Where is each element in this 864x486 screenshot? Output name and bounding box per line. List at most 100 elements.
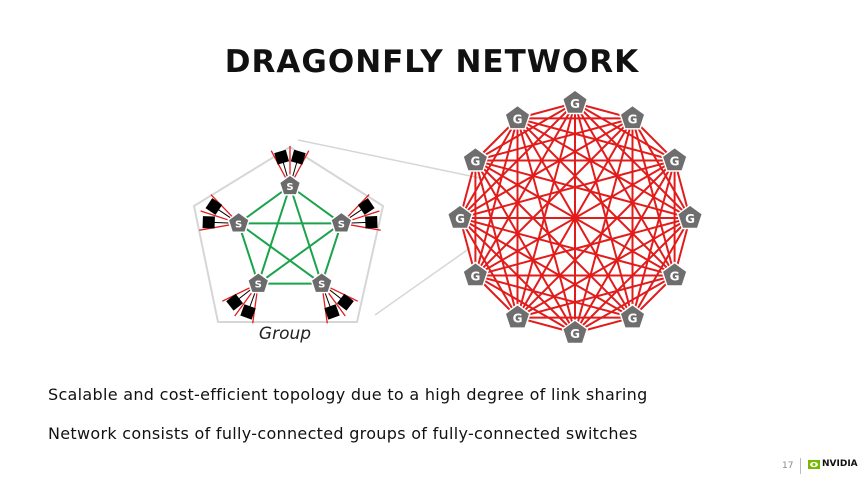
group-node: G — [619, 303, 646, 329]
group-node-shape — [661, 261, 688, 287]
switch-shape — [246, 271, 270, 294]
switch-shape — [278, 174, 302, 196]
group-node-shape — [504, 104, 531, 130]
group-node: G — [504, 303, 531, 329]
group-node-label: G — [570, 327, 580, 341]
group-node-label: G — [470, 155, 480, 169]
switch-label: S — [255, 280, 262, 291]
endpoint-node — [274, 149, 290, 165]
group-node: G — [676, 204, 704, 230]
switch-shape — [227, 211, 250, 233]
switch-node: S — [278, 174, 302, 196]
global-links — [459, 102, 691, 334]
group-node-label: G — [670, 270, 680, 284]
endpoint-node — [357, 198, 375, 215]
page-number: 17 — [782, 461, 794, 471]
group-node-label: G — [628, 312, 638, 326]
group-node: G — [462, 146, 489, 172]
global-link — [517, 117, 675, 162]
endpoint-node — [324, 304, 340, 320]
group-node-shape — [462, 261, 489, 287]
global-link — [574, 118, 634, 334]
group-node: G — [446, 204, 474, 230]
group-node-shape — [462, 146, 489, 172]
callout-line-top — [297, 139, 481, 179]
group-node-label: G — [455, 212, 465, 226]
switch-shape — [310, 271, 334, 294]
group-node-shape — [619, 104, 646, 130]
group-node-shape — [661, 146, 688, 172]
group-node-shape — [676, 204, 704, 230]
footer-divider — [800, 458, 801, 474]
nvidia-logo-text: NVIDIA — [822, 459, 858, 469]
group-node: G — [561, 89, 589, 115]
switch-node: S — [227, 211, 250, 233]
group-node: G — [462, 261, 489, 287]
global-link — [474, 159, 634, 319]
bullet-2: Network consists of fully-connected grou… — [48, 424, 638, 443]
group-nodes: G G G G G G G G G G G G — [446, 89, 704, 345]
nvidia-eye-icon — [808, 459, 820, 469]
endpoint-node — [336, 293, 354, 311]
global-link — [474, 160, 519, 318]
global-link — [459, 159, 675, 219]
group-node-label: G — [513, 312, 523, 326]
group-node-label: G — [570, 97, 580, 111]
group-node-label: G — [470, 270, 480, 284]
switch-node: S — [310, 271, 334, 294]
switch-shape — [330, 211, 353, 233]
group-node-label: G — [670, 155, 680, 169]
global-link — [475, 159, 691, 219]
switch-node: S — [246, 271, 270, 294]
intra-group-link — [238, 222, 323, 285]
group-node: G — [561, 319, 589, 345]
intra-group-link — [257, 185, 291, 284]
global-link — [516, 117, 634, 319]
intra-group-link — [289, 185, 323, 284]
group-node-shape — [561, 319, 589, 345]
group-node: G — [504, 104, 531, 130]
group-node: G — [661, 146, 688, 172]
global-link — [474, 274, 576, 334]
endpoint-node — [205, 198, 223, 215]
group-node-label: G — [513, 112, 523, 126]
endpoint-node — [240, 304, 256, 320]
intra-group-link — [320, 223, 343, 284]
switch-node: S — [330, 211, 353, 233]
group-node-label: G — [685, 212, 695, 226]
endpoint-node — [202, 216, 215, 229]
global-link — [474, 159, 576, 334]
intra-group-link — [289, 185, 342, 225]
bullet-1: Scalable and cost-efficient topology due… — [48, 385, 648, 404]
global-link — [459, 217, 519, 319]
group-label: Group — [258, 324, 312, 344]
global-link — [574, 102, 634, 318]
global-link — [516, 117, 676, 277]
slide-title: DRAGONFLY NETWORK — [224, 44, 640, 80]
global-link — [459, 217, 675, 277]
group-node: G — [661, 261, 688, 287]
global-link — [459, 217, 634, 319]
group-node: G — [619, 104, 646, 130]
global-link — [474, 117, 634, 277]
global-link — [516, 118, 576, 334]
switch-label: S — [338, 219, 345, 230]
group-node-shape — [619, 303, 646, 329]
group-node-shape — [561, 89, 589, 115]
global-link — [475, 217, 691, 277]
group-node-shape — [504, 303, 531, 329]
switch-label: S — [235, 219, 242, 230]
intra-group-link — [237, 223, 260, 284]
endpoint-node — [365, 216, 378, 229]
callout-line-bottom — [374, 247, 471, 316]
group-pentagon — [192, 145, 385, 323]
endpoint-node — [226, 293, 244, 311]
intra-group-link — [257, 222, 342, 285]
global-link — [474, 118, 519, 276]
switch-label: S — [318, 280, 325, 291]
global-link — [516, 102, 576, 318]
intra-group-link — [238, 185, 291, 225]
global-link — [517, 117, 691, 219]
endpoint-node — [290, 149, 306, 165]
